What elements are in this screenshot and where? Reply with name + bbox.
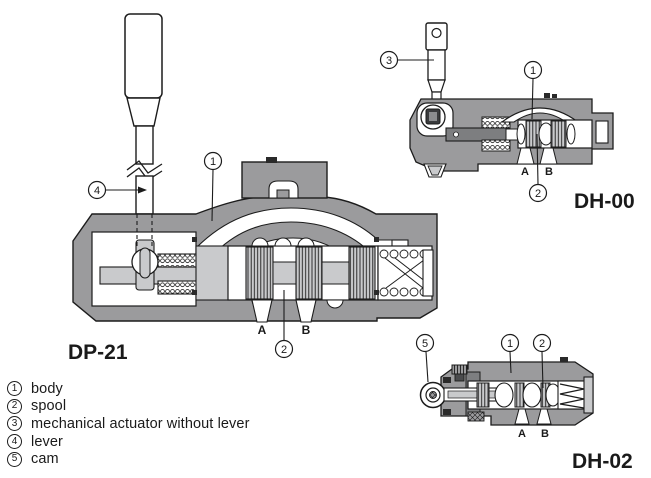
svg-text:4: 4 — [94, 185, 100, 197]
lever-break-line — [126, 167, 163, 181]
dp21-right-spring-chamber — [377, 245, 434, 301]
dp21-spool — [195, 237, 379, 309]
dh00-top-screws — [544, 93, 557, 98]
svg-text:1: 1 — [507, 338, 513, 350]
dh00-rod-springs — [445, 116, 521, 152]
svg-text:3: 3 — [386, 55, 392, 67]
dp21-lever-dashed-lines — [136, 214, 153, 248]
legend-number: 3 — [7, 416, 22, 432]
dh02-top-screw — [560, 357, 568, 362]
lever-shaft-upper — [135, 125, 154, 165]
legend-item-lever: 4 lever — [7, 433, 250, 451]
dp21-top-cap — [241, 157, 328, 199]
spool-waist — [272, 261, 297, 285]
adjustment-screw — [451, 364, 468, 375]
mechanical-actuator — [425, 22, 448, 102]
svg-text:1: 1 — [210, 156, 216, 168]
legend-item-body: 1 body — [7, 380, 250, 398]
legend-number: 5 — [7, 451, 22, 467]
dh02-spring — [557, 376, 594, 414]
legend-label: mechanical actuator without lever — [31, 415, 250, 432]
legend-item-cam: 5 cam — [7, 450, 250, 468]
dp21-left-springs — [157, 253, 201, 295]
dp21-diagram: A B 4 1 2 DP-21 — [68, 13, 438, 364]
dh00-pivot — [416, 102, 454, 178]
dh00-ports: A B — [516, 147, 558, 178]
spool-land — [476, 382, 490, 408]
callout-body: 1 — [500, 333, 520, 374]
dh00-port-a-label: A — [521, 166, 529, 178]
dp21-seal-marks — [192, 237, 379, 295]
legend-number: 2 — [7, 398, 22, 414]
dh02-port-b-label: B — [541, 428, 549, 440]
spool-land — [348, 246, 376, 300]
dp21-port-a-label: A — [258, 323, 267, 337]
dh02-crosshatch-plug — [467, 411, 485, 422]
lever-break-line — [126, 160, 163, 174]
dh02-diagram: A B 5 1 2 DH-02 — [415, 333, 633, 473]
callout-spool: 2 — [528, 133, 548, 203]
callout-spool: 2 — [532, 333, 552, 389]
legend-label: lever — [31, 433, 63, 450]
lever — [124, 13, 163, 215]
legend-label: body — [31, 380, 63, 397]
callout-cam: 5 — [415, 333, 435, 383]
callout-body: 1 — [523, 60, 543, 120]
svg-text:1: 1 — [530, 65, 536, 77]
callout-lever: 4 — [87, 180, 147, 200]
legend-label: cam — [31, 451, 59, 468]
spool-land — [550, 120, 567, 148]
dh02-seal-marks — [443, 377, 451, 415]
dh00-diagram: A B 3 1 2 DH-00 — [379, 22, 635, 213]
cam-roller — [419, 364, 468, 409]
dp21-label: DP-21 — [68, 341, 128, 364]
dp21-port-b-label: B — [302, 323, 311, 337]
dh02-port-a-label: A — [518, 428, 526, 440]
cap-screw — [266, 157, 277, 163]
legend-label: spool — [31, 398, 67, 415]
dh02-ports: A B — [514, 408, 552, 440]
legend-item-spool: 2 spool — [7, 398, 250, 416]
dh02-label: DH-02 — [572, 450, 633, 473]
dh00-spool — [500, 107, 609, 149]
dp21-ports: A B — [251, 299, 317, 337]
lever-shaft-lower — [135, 175, 154, 215]
callout-spool: 2 — [274, 290, 294, 359]
svg-text:2: 2 — [539, 338, 545, 350]
legend-number: 4 — [7, 434, 22, 450]
svg-text:2: 2 — [535, 188, 541, 200]
svg-text:5: 5 — [422, 338, 428, 350]
legend-item-mechanical-actuator: 3 mechanical actuator without lever — [7, 415, 250, 433]
dh00-port-b-label: B — [545, 166, 553, 178]
spool-waist — [321, 261, 350, 285]
lever-taper — [126, 97, 161, 127]
callout-actuator: 3 — [379, 50, 434, 70]
callout-body: 1 — [203, 151, 223, 222]
dh00-label: DH-00 — [574, 190, 635, 213]
lever-knob — [124, 13, 163, 99]
legend: 1 body 2 spool 3 mechanical actuator wit… — [7, 380, 250, 468]
spool-land — [245, 246, 274, 300]
svg-text:2: 2 — [281, 344, 287, 356]
spool-land — [295, 246, 323, 300]
legend-number: 1 — [7, 381, 22, 397]
